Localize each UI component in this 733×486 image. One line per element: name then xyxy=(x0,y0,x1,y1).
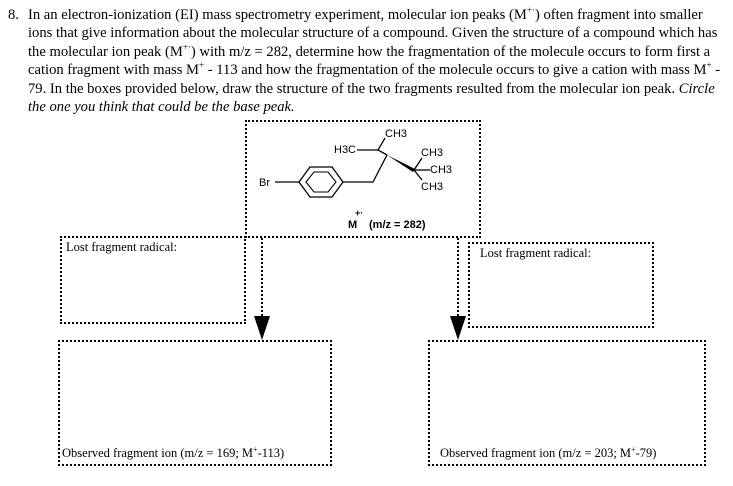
molecular-ion-mz: (m/z = 282) xyxy=(369,219,426,231)
left-ion-label-sup: + xyxy=(253,444,258,454)
molecule-structure: Br H3C CH3 CH3 CH3 CH3 M +· (m/z = 282) xyxy=(259,128,452,231)
methyl-label-b: CH3 xyxy=(430,164,452,176)
methyl-label-c: CH3 xyxy=(421,181,443,193)
right-radical-label: Lost fragment radical: xyxy=(480,246,592,260)
molecular-ion-symbol: M xyxy=(348,219,357,231)
methyl-label-top: CH3 xyxy=(385,128,407,140)
charge-superscript: + xyxy=(706,60,712,71)
left-ion-label-end: -113) xyxy=(257,446,285,460)
charge-superscript: +· xyxy=(182,41,191,52)
right-ion-label-end: -79) xyxy=(635,446,657,460)
right-fragment-ion-box[interactable] xyxy=(428,340,706,466)
tbu-bond-a xyxy=(413,157,423,171)
bromine-label: Br xyxy=(259,177,270,189)
question-text-part: In an electron-ionization (EI) mass spec… xyxy=(28,7,527,23)
methyl-label-left: H3C xyxy=(334,144,356,156)
left-arrowhead xyxy=(254,316,270,340)
right-ion-label-sup: + xyxy=(631,444,636,454)
methylene-chain xyxy=(343,154,388,183)
methyl-label-a: CH3 xyxy=(421,147,443,159)
left-radical-box[interactable] xyxy=(60,236,246,324)
left-radical-label: Lost fragment radical: xyxy=(66,240,178,254)
molecular-ion-charge: +· xyxy=(355,208,363,218)
molecule-box: Br H3C CH3 CH3 CH3 CH3 M +· (m/z = 282) xyxy=(245,120,481,238)
question-text-part: - 113 and how the fragmentation of the m… xyxy=(204,62,707,79)
question-text-part: ) often fragment into smaller ions that … xyxy=(28,7,718,60)
left-ion-label-text: Observed fragment ion (m/z = 169; M xyxy=(62,446,254,460)
wedge-bond xyxy=(387,155,415,172)
charge-superscript: + xyxy=(199,60,205,71)
right-fragment-ion-label: Observed fragment ion (m/z = 203; M+-79) xyxy=(440,444,657,461)
question-number: 8. xyxy=(8,7,19,23)
right-ion-label-text: Observed fragment ion (m/z = 203; M xyxy=(440,446,632,460)
question-instruction: Circle the one you think that could be t… xyxy=(28,80,715,116)
question-block: 8. In an electron-ionization (EI) mass s… xyxy=(8,6,724,116)
ch-bond xyxy=(377,149,388,156)
question-text-part: - 79. In the boxes provided below, draw … xyxy=(28,62,721,97)
left-fragment-ion-label: Observed fragment ion (m/z = 169; M+-113… xyxy=(62,444,285,461)
question-text-part: ) with m/z = 282, determine how the frag… xyxy=(28,43,711,79)
right-arrowhead xyxy=(450,316,466,340)
right-radical-box[interactable] xyxy=(468,242,654,328)
benzene-inner-ring xyxy=(305,171,337,193)
left-fragment-ion-box[interactable] xyxy=(58,340,332,466)
tbu-bond-c xyxy=(413,169,423,181)
methyl-bond-top xyxy=(377,137,386,151)
charge-superscript: +· xyxy=(526,5,535,16)
question-text: In an electron-ionization (EI) mass spec… xyxy=(28,6,724,116)
